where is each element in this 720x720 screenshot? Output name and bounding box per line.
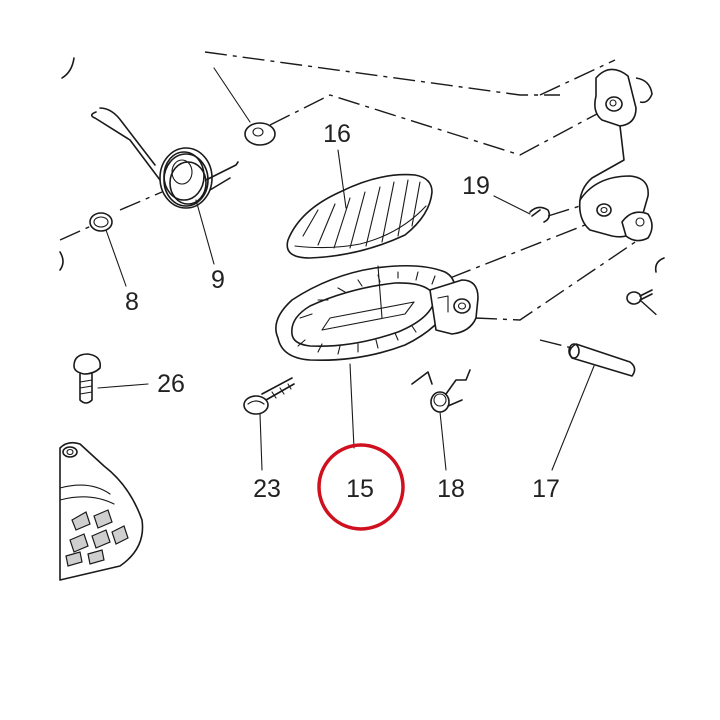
footpeg-body [275,264,479,362]
pivot-bracket [578,68,653,242]
partial-part-left-edge [59,251,64,271]
callout-15: 15 [346,475,374,503]
callout-16: 16 [323,120,351,148]
pivot-pin [568,343,636,377]
callout-18: 18 [437,475,465,503]
partial-part-lower-left [59,441,144,581]
callout-23: 23 [253,475,281,503]
callout-19: 19 [462,172,490,200]
footpeg-rubber [286,173,433,259]
callout-8: 8 [125,288,139,316]
callout-17: 17 [532,475,560,503]
assembly-guide-lines [59,51,661,351]
return-spring [411,369,471,413]
small-bolt-right [626,289,653,305]
callout-9: 9 [211,266,225,294]
o-ring [89,212,113,232]
callout-labels: 16 19 9 8 26 23 15 18 17 [125,120,560,503]
partial-part-right-edge [654,257,665,273]
washer-top [244,122,276,146]
partial-part-top-left [61,57,75,79]
torsion-spring [90,107,239,209]
circlip [529,206,551,223]
bolt-23 [243,377,295,415]
bolt-26 [73,353,102,404]
callout-26: 26 [157,370,185,398]
highlight-circle [317,443,405,531]
leader-lines [97,67,595,471]
